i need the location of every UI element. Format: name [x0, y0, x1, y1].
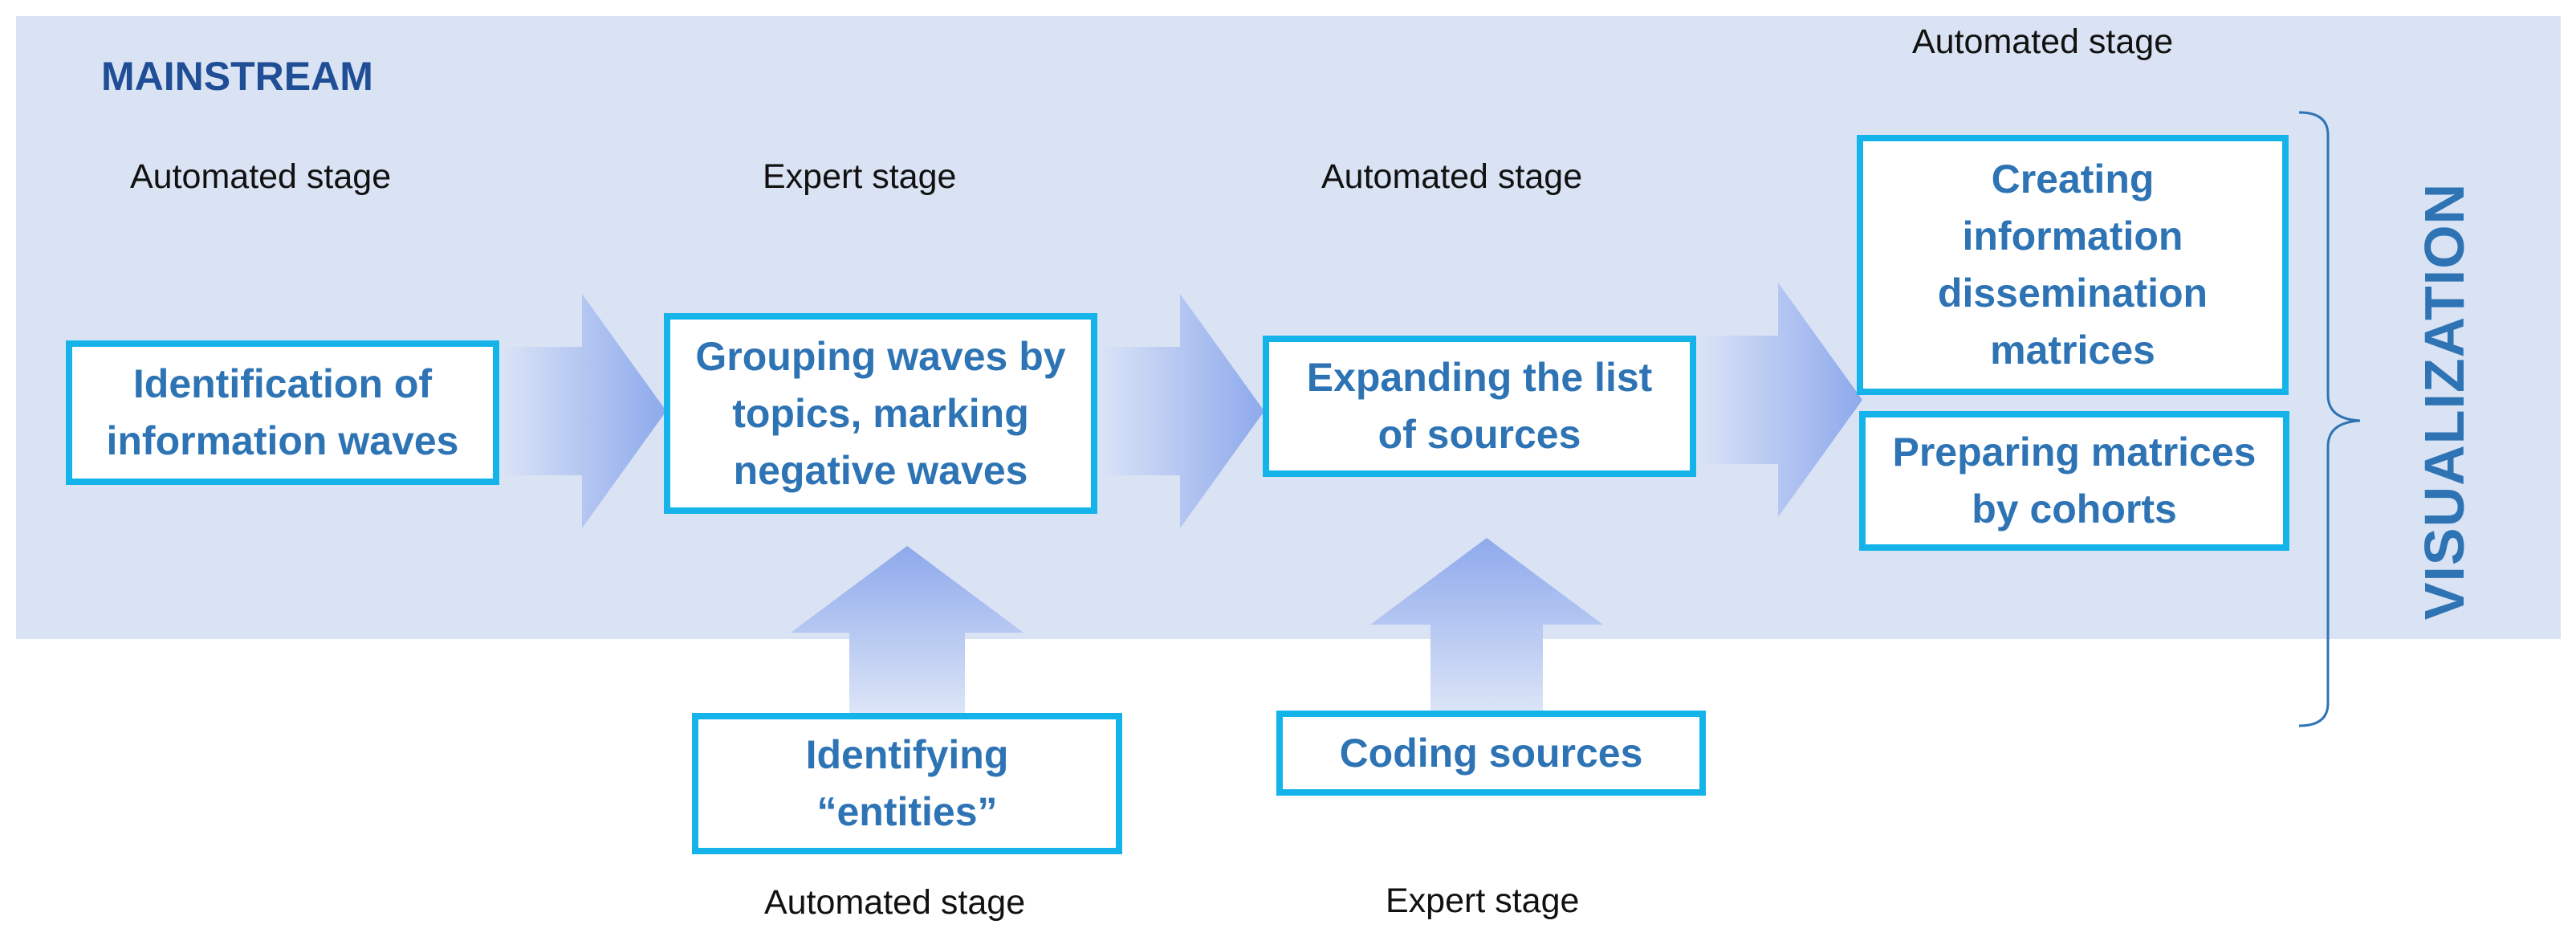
step-identifying: Identifying “entities”: [692, 713, 1122, 854]
stage-label-grouping: Expert stage: [763, 157, 957, 196]
arrow-right-1: [498, 294, 666, 528]
arrow-right-3: [1694, 283, 1862, 517]
stage-label-identification: Automated stage: [130, 157, 392, 196]
step-creating: Creating information dissemination matri…: [1857, 135, 2289, 395]
arrow-up-1: [791, 546, 1023, 713]
step-grouping: Grouping waves by topics, marking negati…: [664, 313, 1097, 514]
step-preparing: Preparing matrices by cohorts: [1859, 411, 2289, 551]
step-identification: Identification of information waves: [66, 340, 499, 485]
stage-label-identifying: Automated stage: [764, 883, 1026, 922]
step-coding: Coding sources: [1276, 711, 1706, 796]
arrow-right-2: [1096, 294, 1264, 528]
stage-label-matrices: Automated stage: [1912, 22, 2174, 61]
visualization-label: VISUALIZATION: [2413, 182, 2476, 621]
stage-label-coding: Expert stage: [1386, 882, 1580, 920]
mainstream-title: MAINSTREAM: [101, 54, 373, 99]
visualization-bracket: [2298, 111, 2361, 727]
step-expanding: Expanding the list of sources: [1263, 336, 1696, 477]
stage-label-expanding: Automated stage: [1321, 157, 1583, 196]
arrow-up-2: [1370, 538, 1603, 713]
